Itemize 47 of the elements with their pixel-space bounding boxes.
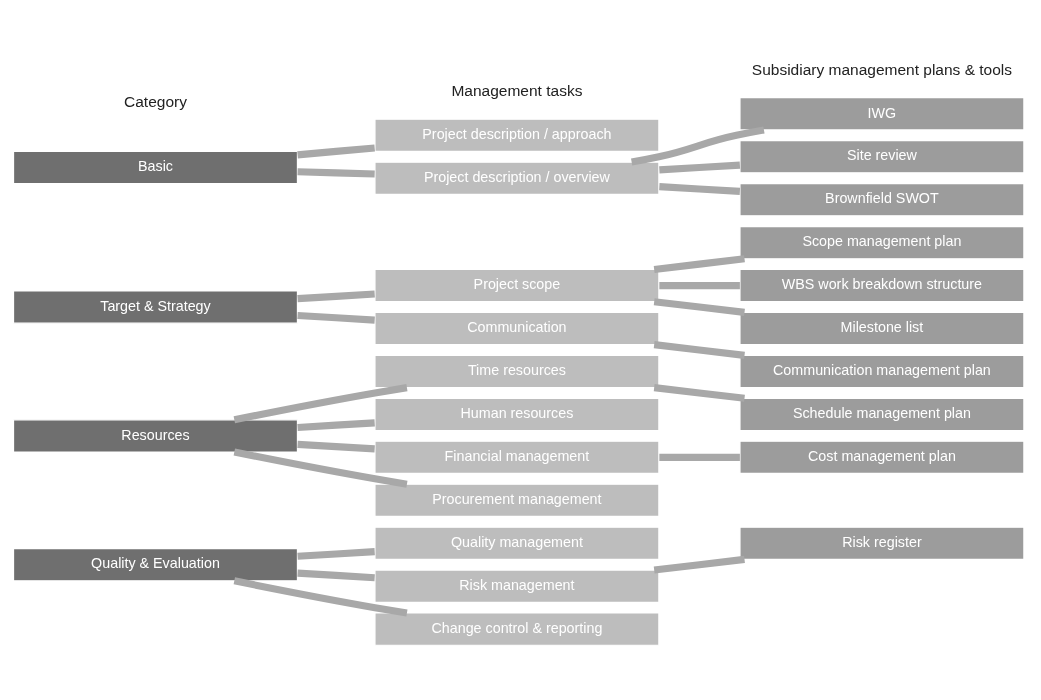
connector [653, 555, 745, 574]
node-box: Risk register [739, 526, 1025, 560]
connector [297, 419, 375, 432]
node-box: WBS work breakdown structure [739, 268, 1025, 303]
node-box: Human resources [374, 397, 660, 432]
node-box: Basic [12, 150, 299, 185]
connector [653, 298, 745, 316]
node-box: Quality & Evaluation [12, 548, 299, 582]
node-box: Financial management [374, 440, 660, 475]
connector [297, 290, 375, 303]
node-box: Scope management plan [739, 225, 1025, 260]
connector [297, 569, 375, 582]
connector [233, 448, 408, 488]
node-box: Project description / overview [374, 161, 660, 195]
node-box: Project description / approach [374, 118, 660, 152]
node-box: Quality management [374, 526, 660, 560]
connector [653, 384, 745, 402]
node-box: Cost management plan [739, 440, 1025, 475]
node-box: Communication [374, 311, 660, 346]
connector [297, 144, 375, 159]
node-box: Procurement management [374, 483, 660, 517]
connector [297, 548, 375, 560]
connector [653, 255, 745, 274]
connector [297, 311, 375, 324]
node-box: Time resources [374, 354, 660, 389]
node-box: Schedule management plan [739, 397, 1025, 432]
node-box: Project scope [374, 268, 660, 303]
connector [653, 341, 745, 359]
connector [659, 183, 741, 195]
connector [659, 453, 740, 461]
node-box: Target & Strategy [12, 290, 299, 324]
label: Management tasks [451, 82, 583, 100]
node-box: Milestone list [739, 311, 1025, 346]
node-box: Resources [12, 419, 299, 453]
connector [659, 161, 741, 174]
node-box: IWG [739, 97, 1025, 131]
node-box: Change control & reporting [374, 612, 660, 646]
node-box: Risk management [374, 569, 660, 603]
connector [297, 168, 375, 178]
connector [233, 577, 408, 617]
node-box: Site review [739, 140, 1025, 174]
label: Subsidiary management plans & tools [751, 60, 1013, 78]
connector [297, 440, 375, 453]
node-box: Brownfield SWOT [739, 183, 1025, 217]
label: Category [124, 93, 187, 111]
connector [659, 282, 740, 290]
node-box: Communication management plan [739, 354, 1025, 389]
